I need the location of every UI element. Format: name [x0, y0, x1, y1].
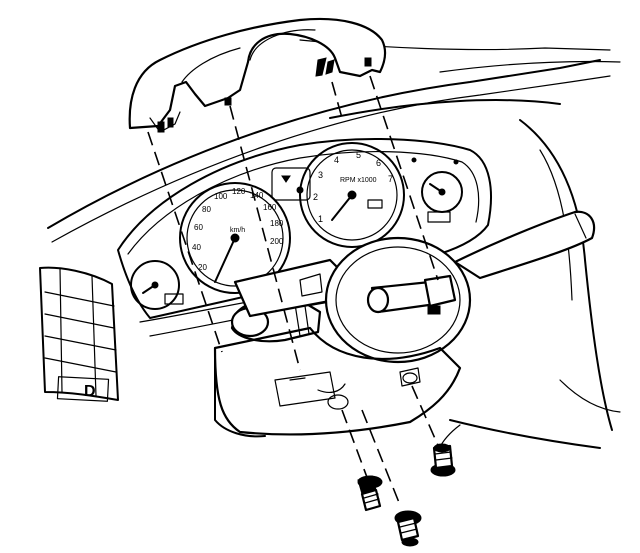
tachometer-tick-label: 1 [318, 214, 323, 224]
warning-lamp-panel [271, 167, 311, 201]
shift-indicator: D [56, 376, 110, 402]
speedometer-tick-label: 40 [192, 243, 201, 252]
instrument-cluster: 20 40 60 80 100 120 140 160 180 200 km/h… [117, 137, 492, 337]
tachometer-tick-label: 5 [356, 150, 361, 160]
speedometer-tick-label: 20 [198, 263, 207, 272]
tachometer-tick-label: 7 [388, 174, 393, 184]
tachometer-tick-label: 6 [376, 158, 381, 168]
speedometer-tick-label: 160 [263, 203, 277, 212]
screw-center [394, 510, 422, 547]
tachometer: 1 2 3 4 5 6 7 RPM x1000 [299, 142, 405, 248]
fuel-gauge [130, 260, 180, 310]
speedometer-unit: km/h [230, 227, 245, 234]
screw-right [430, 443, 456, 477]
screw-left [357, 475, 383, 512]
speedometer-tick-label: 200 [270, 237, 284, 246]
speedometer: 20 40 60 80 100 120 140 160 180 200 km/h [179, 182, 291, 294]
speedometer-tick-label: 180 [270, 219, 284, 228]
speedometer-tick-label: 60 [194, 223, 203, 232]
speedometer-tick-label: 120 [232, 187, 246, 196]
wiper-switch [453, 210, 596, 280]
ignition-opening [274, 371, 336, 407]
speedometer-tick-label: 80 [202, 205, 211, 214]
steering-column [230, 210, 596, 364]
speedometer-tick-label: 140 [250, 191, 264, 200]
tachometer-tick-label: 3 [318, 170, 323, 180]
air-vent [39, 266, 119, 401]
tachometer-unit: RPM x1000 [340, 177, 377, 184]
alignment-lines [147, 75, 441, 506]
lower-column-cover [213, 326, 462, 438]
tachometer-tick-label: 2 [313, 192, 318, 202]
speedometer-tick-label: 100 [214, 192, 228, 201]
shift-indicator-label: D [84, 383, 96, 400]
upper-column-cover [128, 17, 387, 133]
tachometer-tick-label: 4 [334, 155, 339, 165]
